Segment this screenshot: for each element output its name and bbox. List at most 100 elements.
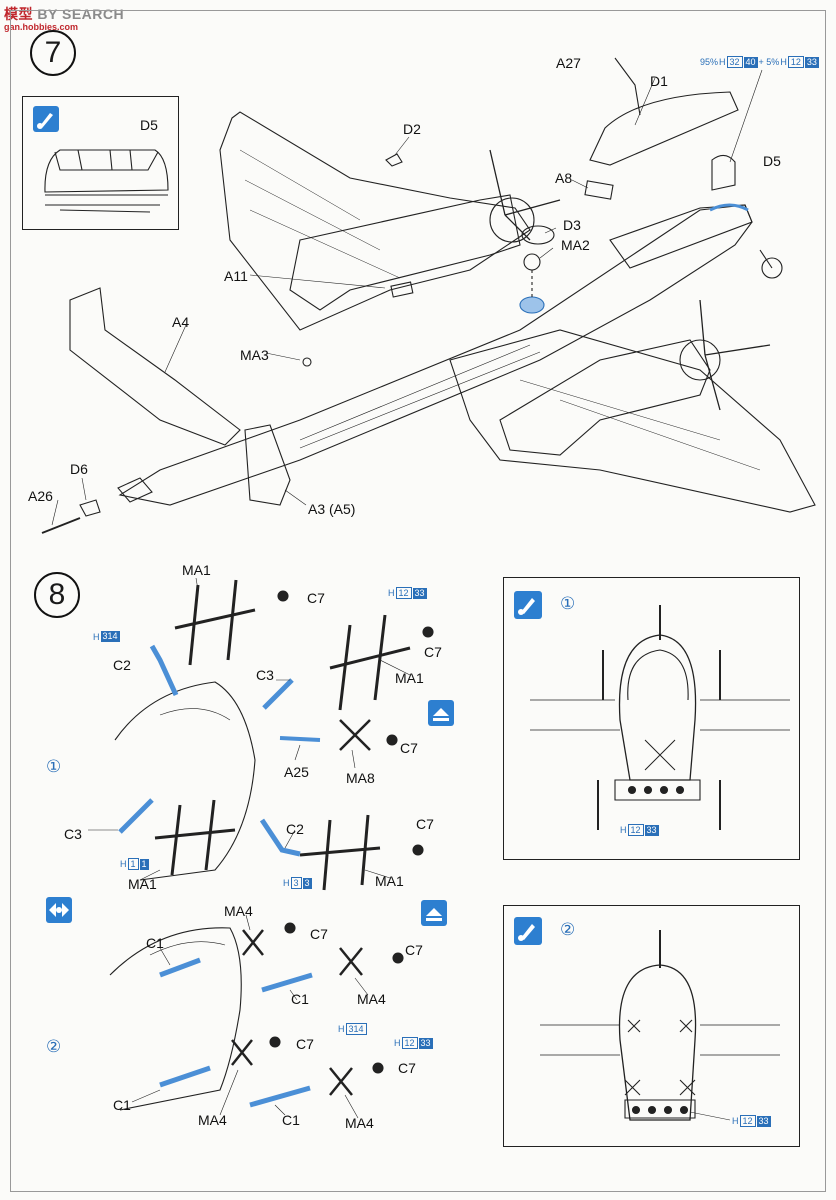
color-ref-code: 12 xyxy=(395,587,412,599)
part-label: MA1 xyxy=(375,873,404,889)
color-ref-code: 1 xyxy=(139,858,149,870)
part-label: C7 xyxy=(416,816,434,832)
view-both-sides-icon xyxy=(46,897,72,923)
panel1-canopy-top-view xyxy=(530,605,790,830)
part-label: C1 xyxy=(291,991,309,1007)
color-ref-h: H xyxy=(120,859,127,869)
step-8-number: 8 xyxy=(34,572,80,618)
paint-brush-icon xyxy=(514,591,542,619)
part-label: C7 xyxy=(296,1036,314,1052)
color-ref-h: H xyxy=(388,588,395,598)
color-ref-h: H xyxy=(93,631,100,642)
part-label: C1 xyxy=(282,1112,300,1128)
step7-inset-box xyxy=(22,96,179,230)
color-ref-code: 314 xyxy=(345,1023,367,1035)
detail-panel-1 xyxy=(503,577,800,860)
color-ref-code: 1 xyxy=(127,858,139,870)
paint-brush-icon xyxy=(514,917,542,945)
part-label: C1 xyxy=(146,935,164,951)
paint-mix-mid: + 5% xyxy=(758,57,780,67)
color-ref-code: 12 xyxy=(627,824,644,836)
color-ref-code: 12 xyxy=(401,1037,418,1049)
part-a3-a5-label: A3 (A5) xyxy=(308,501,356,517)
color-ref-code: 314 xyxy=(100,631,120,642)
paint-mix-code-3: 12 xyxy=(787,56,804,68)
paint-mix-h1: H xyxy=(719,57,726,67)
part-label: C7 xyxy=(310,926,328,942)
part-d2-label: D2 xyxy=(403,121,421,137)
page-border xyxy=(10,10,826,1192)
part-ma2-label: MA2 xyxy=(561,237,590,253)
color-ref-h: H xyxy=(338,1024,345,1034)
part-a26-label: A26 xyxy=(28,488,53,504)
panel-2-number: ② xyxy=(560,920,576,939)
part-label: MA4 xyxy=(198,1112,227,1128)
color-ref-h: H xyxy=(620,825,627,835)
color-ref-code: 33 xyxy=(644,824,659,836)
part-a11-label: A11 xyxy=(224,268,248,284)
step8-drawing xyxy=(88,577,434,1119)
inset-canopy-drawing xyxy=(44,149,169,213)
sub-step-2-label: ② xyxy=(46,1037,62,1056)
part-label: C1 xyxy=(113,1097,131,1113)
color-ref-code: 33 xyxy=(418,1037,433,1049)
color-ref-code: 33 xyxy=(412,587,427,599)
part-label: MA1 xyxy=(182,562,211,578)
step-7-number: 7 xyxy=(30,30,76,76)
paint-mix-h2: H xyxy=(780,57,787,67)
part-label: MA4 xyxy=(345,1115,374,1131)
color-ref-code: 12 xyxy=(739,1115,756,1127)
color-ref-h: H xyxy=(394,1038,401,1048)
paint-mix-code-1: 32 xyxy=(726,56,743,68)
paint-mix-code-4: 33 xyxy=(804,56,819,68)
panel-1-number: ① xyxy=(560,594,576,613)
part-label: MA4 xyxy=(224,903,253,919)
parts-step7 xyxy=(41,57,763,534)
detail-panel-2 xyxy=(503,905,800,1147)
part-ma3-label: MA3 xyxy=(240,347,269,363)
panel2-canopy-top-view xyxy=(540,930,780,1121)
color-ref-h: H xyxy=(283,878,290,888)
color-ref-code: 33 xyxy=(756,1115,771,1127)
part-d3-label: D3 xyxy=(563,217,581,233)
part-label: MA1 xyxy=(128,876,157,892)
part-label: MA8 xyxy=(346,770,375,786)
part-a8-label: A8 xyxy=(555,170,573,186)
part-label: C2 xyxy=(113,657,131,673)
part-label: C2 xyxy=(286,821,304,837)
paint-mix-prefix: 95% xyxy=(700,57,719,67)
part-label: C3 xyxy=(256,667,274,683)
part-label: C7 xyxy=(424,644,442,660)
part-a4-label: A4 xyxy=(172,314,190,330)
part-label: C7 xyxy=(398,1060,416,1076)
color-ref-h: H xyxy=(732,1116,739,1126)
aircraft-top-view xyxy=(69,111,816,513)
paint-mix-code-2: 40 xyxy=(743,56,758,68)
part-d6-label: D6 xyxy=(70,461,88,477)
part-label: C3 xyxy=(64,826,82,842)
view-up-icon xyxy=(428,700,454,726)
part-label: C7 xyxy=(307,590,325,606)
part-label: A25 xyxy=(284,764,309,780)
paint-brush-icon xyxy=(33,106,59,132)
part-label: C7 xyxy=(405,942,423,958)
watermark-sub: gan.hobbies.com xyxy=(4,22,79,32)
part-label: MA4 xyxy=(357,991,386,1007)
color-ref-code: 3 xyxy=(290,877,302,889)
view-up-icon xyxy=(421,900,447,926)
part-label: MA1 xyxy=(395,670,424,686)
part-d5-label: D5 xyxy=(763,153,781,169)
part-d1-label: D1 xyxy=(650,73,668,89)
part-a27-label: A27 xyxy=(556,55,581,71)
part-label: C7 xyxy=(400,740,418,756)
color-ref-code: 3 xyxy=(302,877,312,889)
